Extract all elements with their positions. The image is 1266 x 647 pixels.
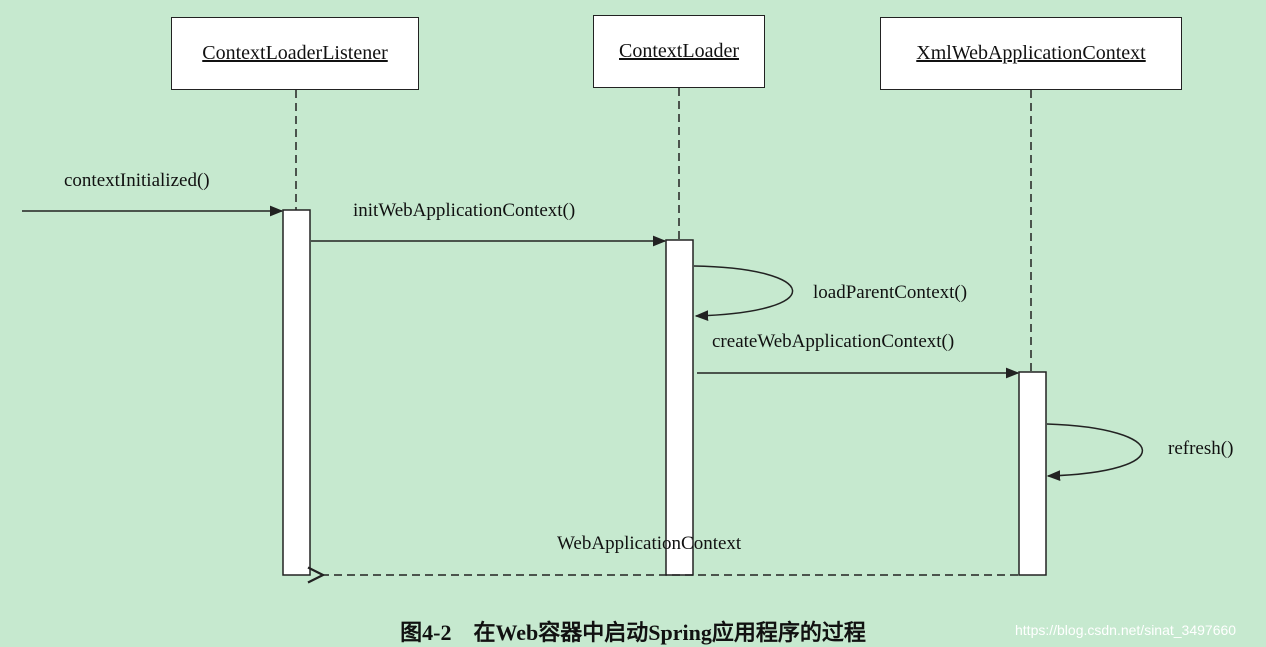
message-label-refresh: refresh() — [1168, 438, 1234, 459]
figure-caption: 图4-2 在Web容器中启动Spring应用程序的过程 — [400, 620, 866, 645]
message-label-init-web-app-context: initWebApplicationContext() — [353, 200, 576, 221]
watermark: https://blog.csdn.net/sinat_3497660 — [1015, 622, 1237, 638]
participant-xml-web-application-context: XmlWebApplicationContext — [880, 17, 1182, 90]
activation-loader — [665, 239, 694, 576]
message-label-web-app-context-return: WebApplicationContext — [557, 533, 742, 554]
participant-label: ContextLoader — [619, 40, 739, 62]
self-call-arrow-refresh — [1046, 423, 1144, 482]
message-label-context-initialized: contextInitialized() — [64, 170, 210, 191]
message-label-create-web-app-context: createWebApplicationContext() — [712, 331, 955, 352]
self-call-arrow-load-parent-context — [693, 265, 794, 322]
participant-context-loader: ContextLoader — [593, 15, 765, 88]
activation-xmlctx — [1018, 371, 1047, 576]
activation-listener — [282, 209, 311, 576]
participant-label: XmlWebApplicationContext — [916, 42, 1146, 64]
participant-label: ContextLoaderListener — [202, 42, 388, 64]
participant-context-loader-listener: ContextLoaderListener — [171, 17, 419, 90]
message-label-load-parent-context: loadParentContext() — [813, 282, 968, 303]
